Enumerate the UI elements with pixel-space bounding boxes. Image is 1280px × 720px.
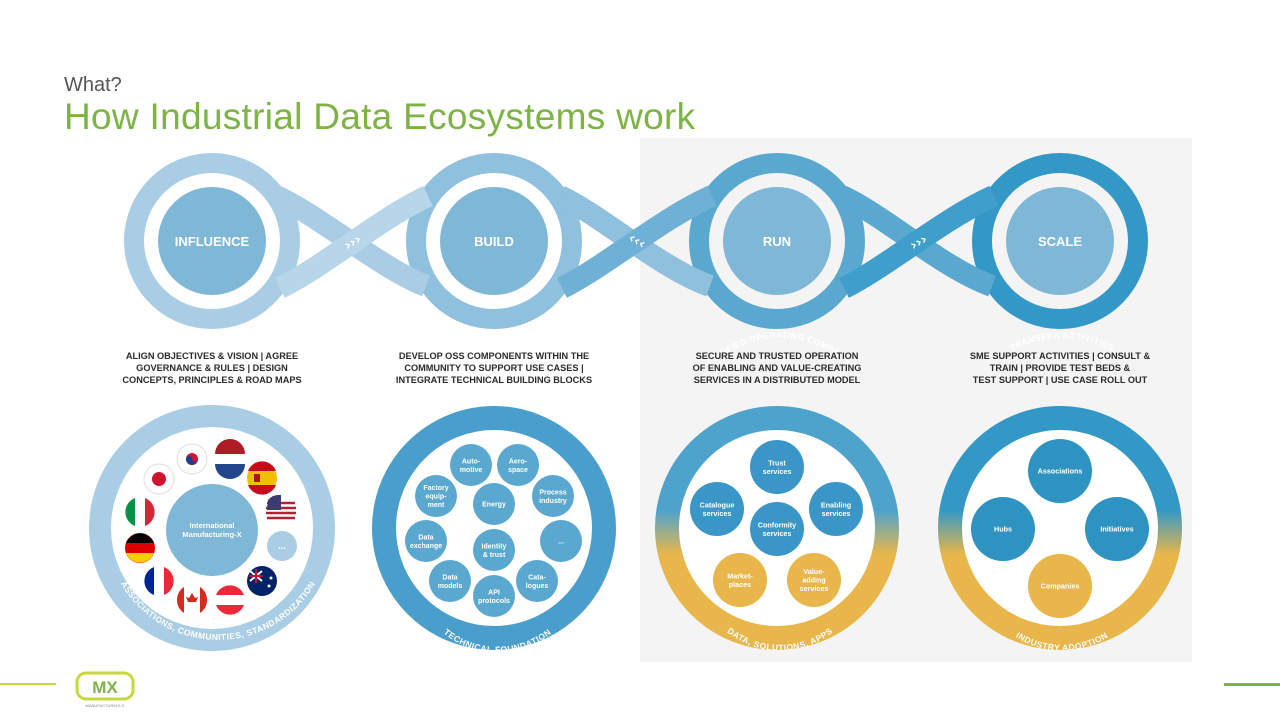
build-node-label: Process: [539, 489, 566, 496]
build-node-label: space: [508, 467, 528, 474]
run-node-label: Market-: [727, 571, 753, 580]
build-node-label: Data: [418, 534, 433, 541]
flag-france-icon: [144, 566, 174, 596]
svg-text:...: ...: [278, 541, 286, 551]
flag-netherlands-icon: [215, 439, 245, 479]
build-node-label: industry: [539, 498, 567, 505]
build-node-label: equip-: [426, 494, 448, 501]
run-node-label: Catalogue: [700, 500, 735, 509]
ecosystem-diagram: ››› ‹‹‹ ››› INFLUENCE BUILD RUN SCALE AL…: [80, 138, 1192, 662]
build-node: Data models: [429, 560, 471, 602]
run-node-label: services: [822, 509, 851, 518]
svg-text:MX: MX: [92, 678, 118, 697]
more-initiatives-icon: ...: [267, 531, 297, 561]
scale-node-label: Hubs: [994, 525, 1012, 534]
section-kicker: What?: [64, 74, 122, 96]
flag-spain-icon: [247, 461, 277, 495]
build-node: Cata-logues: [516, 560, 558, 602]
flag-korea-icon: [176, 443, 208, 475]
phase-scale-label: SCALE: [1038, 234, 1082, 249]
forward-arrow-icon: ›››: [907, 231, 930, 254]
scale-node-label: Companies: [1041, 582, 1080, 591]
run-node-label: services: [703, 509, 732, 518]
build-node-label: Aero-: [509, 458, 528, 465]
scale-node: Companies: [1028, 554, 1092, 618]
build-node-label: exchange: [410, 543, 442, 550]
imx-center-label: International: [189, 521, 234, 530]
run-node-label: Value-: [803, 567, 825, 576]
build-node-label: Data: [442, 574, 457, 581]
scale-node: Associations: [1028, 439, 1092, 503]
build-node-label: Identity: [482, 543, 507, 550]
run-node-label: services: [800, 584, 829, 593]
run-node-label: Conformity: [758, 520, 796, 529]
run-node-label: places: [729, 580, 751, 589]
run-node: Market-places: [713, 553, 767, 607]
build-node-label: models: [438, 583, 463, 590]
build-node-label: Cata-: [528, 574, 546, 581]
run-node-label: Trust: [768, 458, 786, 467]
scale-ring: TRANSFER ACTIVITIES INDUSTRY ADOPTION As…: [938, 330, 1182, 653]
flag-usa-icon: [266, 494, 296, 525]
footer-divider: [1224, 683, 1280, 686]
build-node: Process industry: [532, 475, 574, 517]
flag-austria-icon: [215, 585, 245, 615]
imx-center-label: Manufacturing-X: [182, 530, 241, 539]
phase-build-label: BUILD: [474, 234, 514, 249]
build-node: Identity & trust: [473, 529, 515, 571]
build-node-label: ment: [428, 502, 445, 509]
build-node-label: & trust: [483, 552, 506, 559]
forward-arrow-icon: ›››: [341, 231, 364, 254]
page-title: How Industrial Data Ecosystems work: [64, 96, 696, 137]
build-node: ...: [540, 520, 582, 562]
imx-center-circle: [166, 484, 258, 576]
build-node-label: motive: [460, 467, 483, 474]
phase-influence-label: INFLUENCE: [175, 234, 250, 249]
build-loop: [406, 153, 582, 329]
run-node-label: adding: [802, 576, 826, 585]
run-node-label: services: [763, 529, 792, 538]
scale-loop: [972, 153, 1148, 329]
footer-divider: [0, 683, 56, 685]
phase-run-label: RUN: [763, 234, 791, 249]
scale-node-label: Associations: [1038, 467, 1083, 476]
scale-description: SME SUPPORT ACTIVITIES | CONSULT &TRAIN …: [969, 351, 1151, 385]
flag-japan-icon: [143, 463, 175, 495]
flag-canada-icon: [176, 585, 208, 615]
run-node-label: services: [763, 467, 792, 476]
build-node: API protocols: [473, 575, 515, 617]
build-node: Auto-motive: [450, 444, 492, 486]
scale-node-label: Initiatives: [1100, 525, 1133, 534]
flag-germany-icon: [125, 533, 155, 563]
svg-text:MANUFACTURING-X: MANUFACTURING-X: [86, 703, 125, 708]
build-node: Factory equip-ment: [415, 475, 457, 517]
flag-australia-icon: [247, 566, 277, 596]
build-node-label: ...: [558, 539, 564, 546]
run-node-label: Enabling: [821, 500, 851, 509]
build-node-label: Factory: [423, 485, 448, 492]
backward-arrow-icon: ‹‹‹: [625, 230, 648, 253]
run-loop: [689, 153, 865, 329]
build-node-label: Energy: [482, 502, 506, 509]
build-node-label: logues: [526, 583, 549, 590]
build-node: Energy: [473, 483, 515, 525]
build-node: Data exchange: [405, 520, 447, 562]
build-node-label: Auto-: [462, 458, 481, 465]
influence-loop: [124, 153, 300, 329]
scale-node: Hubs: [971, 497, 1035, 561]
flag-italy-icon: [125, 497, 155, 527]
scale-node: Initiatives: [1085, 497, 1149, 561]
manufacturing-x-logo: MX MANUFACTURING-X: [75, 671, 135, 708]
build-node-label: protocols: [478, 598, 510, 605]
build-node: Aero-space: [497, 444, 539, 486]
build-node-label: API: [488, 589, 500, 596]
